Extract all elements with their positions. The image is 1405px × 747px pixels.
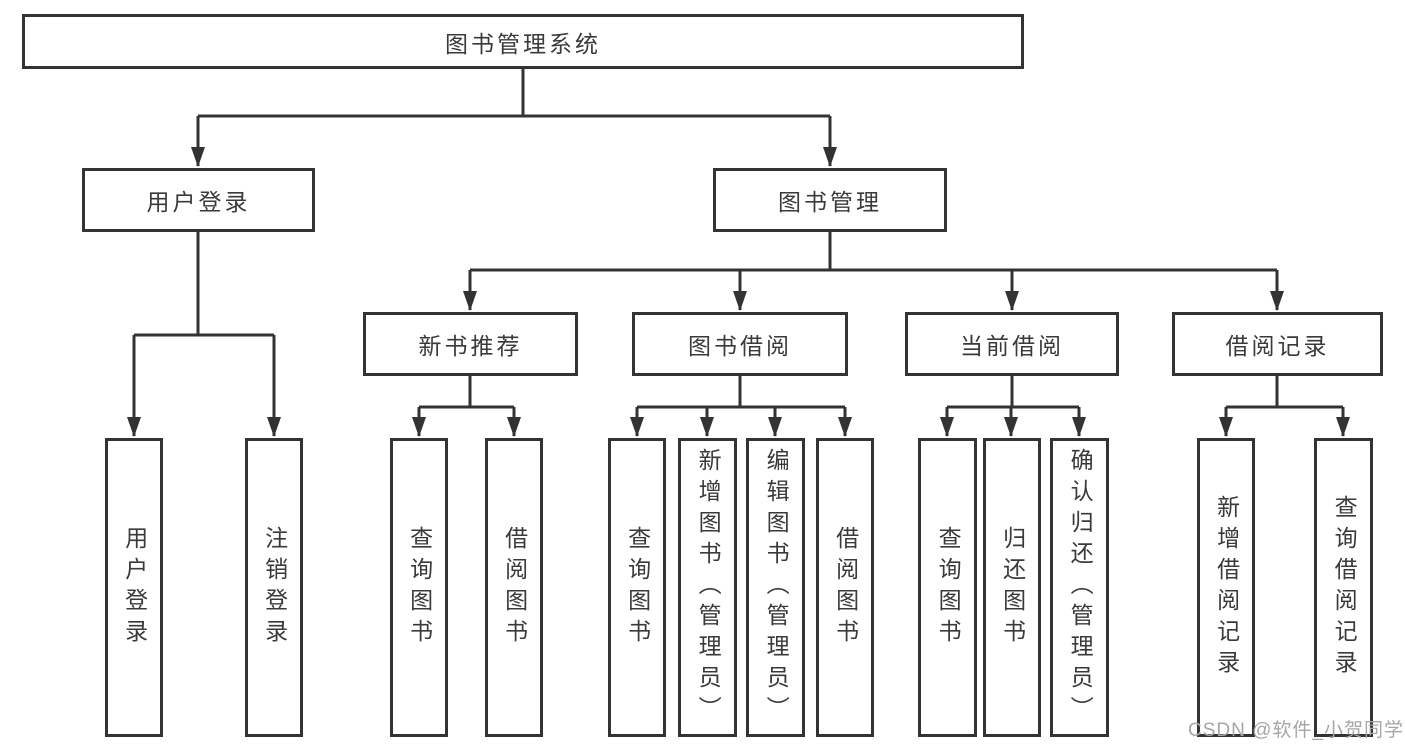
watermark: CSDN @软件_小贺同学 xyxy=(1188,720,1404,741)
node-label: 查询图书 xyxy=(406,525,433,650)
node-label: 图书管理系统 xyxy=(445,30,601,57)
node-label: 查询图书 xyxy=(935,525,962,650)
node-borrowing-records: 借阅记录 xyxy=(1172,312,1383,376)
node-label: 查询图书 xyxy=(624,525,651,650)
node-book-borrowing: 图书借阅 xyxy=(632,312,848,376)
node-book-management: 图书管理 xyxy=(713,168,947,232)
node-label: 用户登录 xyxy=(121,525,148,650)
node-label: 借阅图书 xyxy=(501,525,528,650)
node-label: 当前借阅 xyxy=(960,333,1064,359)
leaf-return-books: 归还图书 xyxy=(983,438,1041,737)
node-label: 图书借阅 xyxy=(688,333,792,359)
connector-root-to-level2 xyxy=(191,69,837,167)
node-label: 图书管理 xyxy=(778,189,882,215)
node-current-borrowing: 当前借阅 xyxy=(905,312,1119,376)
node-label: 用户登录 xyxy=(146,189,251,215)
leaf-edit-book-admin: 编辑图书（管理员） xyxy=(746,438,805,737)
leaf-query-books-borrowing: 查询图书 xyxy=(608,438,666,737)
leaf-user-login: 用户登录 xyxy=(105,438,163,737)
leaf-query-books-recommend: 查询图书 xyxy=(390,438,448,737)
connector-borrowing-records-branch xyxy=(1219,376,1350,437)
connector-book-borrowing-branch xyxy=(630,376,852,437)
leaf-logout-login: 注销登录 xyxy=(245,438,303,737)
connector-current-borrowing-branch xyxy=(940,376,1086,437)
node-new-book-recommendation: 新书推荐 xyxy=(363,312,578,376)
node-label: 查询借阅记录 xyxy=(1331,494,1358,681)
node-label: 借阅图书 xyxy=(832,525,859,650)
leaf-add-book-admin: 新增图书（管理员） xyxy=(678,438,737,737)
node-label: 借阅记录 xyxy=(1225,333,1330,359)
leaf-borrow-books-borrowing: 借阅图书 xyxy=(816,438,874,737)
leaf-query-borrow-record: 查询借阅记录 xyxy=(1314,438,1373,737)
node-user-login: 用户登录 xyxy=(82,168,315,232)
node-label: 确认归还（管理员） xyxy=(1067,448,1094,727)
leaf-add-borrow-record: 新增借阅记录 xyxy=(1197,438,1255,737)
node-label: 新增图书（管理员） xyxy=(695,448,722,727)
node-library-management-system: 图书管理系统 xyxy=(22,14,1024,69)
leaf-confirm-return-admin: 确认归还（管理员） xyxy=(1050,438,1109,737)
connector-user-login-branch xyxy=(127,232,281,437)
node-label: 编辑图书（管理员） xyxy=(763,448,790,727)
node-label: 注销登录 xyxy=(261,525,288,650)
node-label: 新增借阅记录 xyxy=(1213,494,1240,681)
connector-new-book-branch xyxy=(412,376,521,437)
connector-book-management-branch xyxy=(463,232,1284,311)
leaf-query-books-current: 查询图书 xyxy=(918,438,977,737)
node-label: 新书推荐 xyxy=(418,333,523,359)
node-label: 归还图书 xyxy=(999,525,1026,650)
leaf-borrow-books-recommend: 借阅图书 xyxy=(485,438,543,737)
